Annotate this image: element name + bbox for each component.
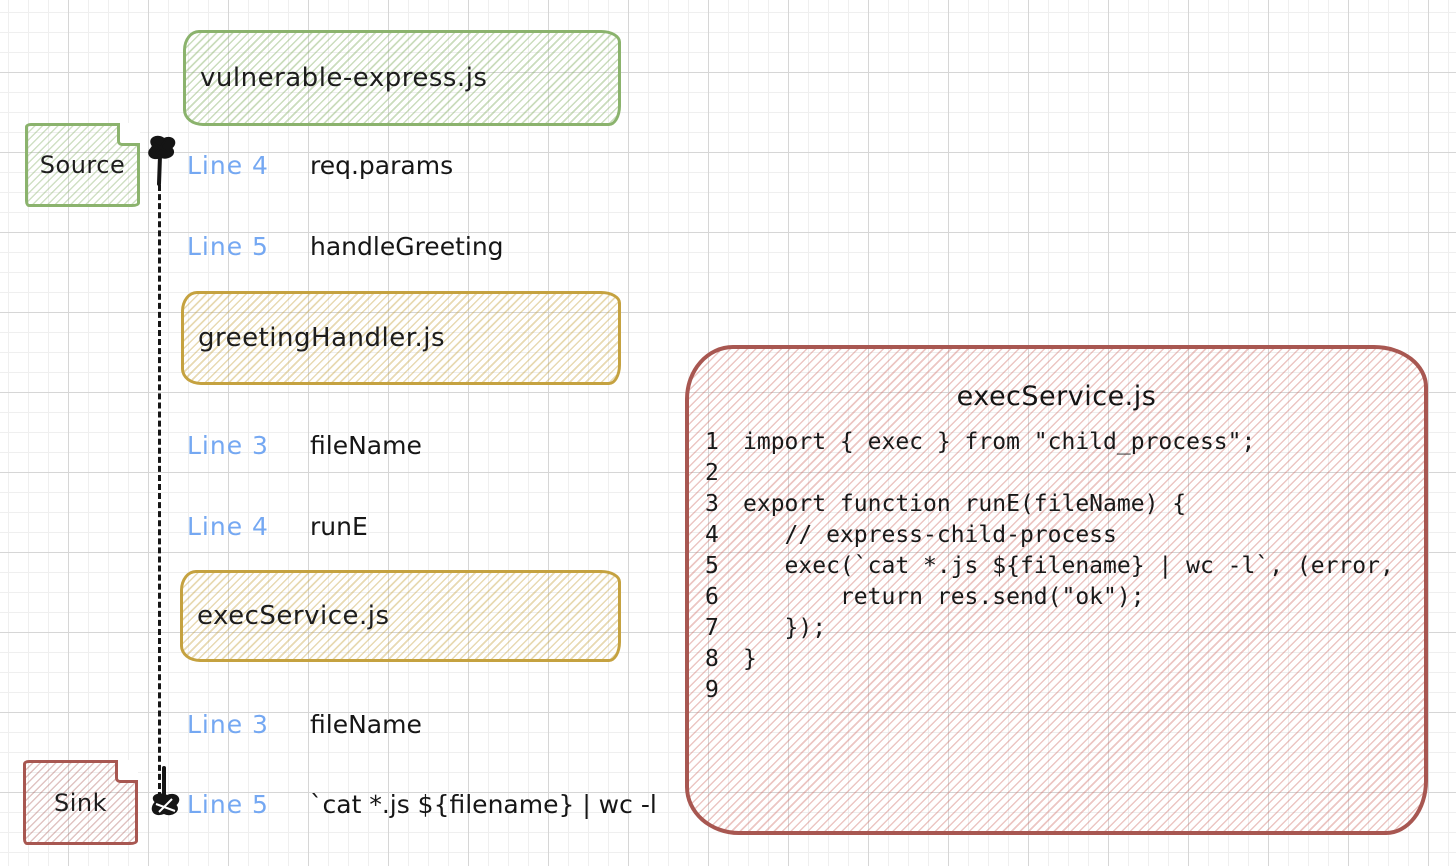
code-line: 8 } bbox=[705, 644, 1424, 675]
step-value: `cat *.js ${filename} | wc -l bbox=[310, 790, 657, 819]
step-value: handleGreeting bbox=[310, 232, 504, 261]
step-value: fileName bbox=[310, 431, 422, 460]
code-line: 5 exec(`cat *.js ${filename} | wc -l`, (… bbox=[705, 551, 1424, 582]
pushpin-icon[interactable] bbox=[144, 766, 190, 836]
code-line: 2 bbox=[705, 458, 1424, 489]
trace-step[interactable]: Line 5 handleGreeting bbox=[187, 231, 504, 263]
code-block: 1 import { exec } from "child_process"; … bbox=[689, 427, 1424, 706]
source-note[interactable]: Source bbox=[25, 123, 140, 207]
step-line-ref: Line 3 bbox=[187, 431, 269, 460]
code-line: 3 export function runE(fileName) { bbox=[705, 489, 1424, 520]
line-number: 3 bbox=[705, 491, 719, 517]
trace-step[interactable]: Line 4 runE bbox=[187, 511, 368, 543]
line-number: 2 bbox=[705, 460, 719, 486]
code-panel-title: execService.js bbox=[956, 381, 1157, 412]
taint-flow-connector[interactable] bbox=[158, 176, 161, 798]
line-number: 9 bbox=[705, 677, 719, 703]
line-number: 4 bbox=[705, 522, 719, 548]
folded-corner-icon bbox=[115, 760, 138, 783]
file-box-label: greetingHandler.js bbox=[198, 323, 446, 353]
line-number: 5 bbox=[705, 553, 719, 579]
code-text: return res.send("ok"); bbox=[743, 584, 1145, 610]
trace-step[interactable]: Line 4 req.params bbox=[187, 150, 453, 182]
step-value: req.params bbox=[310, 151, 454, 180]
code-text: export function runE(fileName) { bbox=[743, 491, 1187, 517]
file-box-greeting-handler[interactable]: greetingHandler.js bbox=[181, 291, 621, 385]
file-box-exec-service[interactable]: execService.js bbox=[180, 570, 621, 662]
line-number: 8 bbox=[705, 646, 719, 672]
sink-note[interactable]: Sink bbox=[23, 760, 138, 845]
step-value: fileName bbox=[310, 710, 422, 739]
code-line: 6 return res.send("ok"); bbox=[705, 582, 1424, 613]
trace-step[interactable]: Line 3 fileName bbox=[187, 430, 422, 462]
line-number: 6 bbox=[705, 584, 719, 610]
code-text: // express-child-process bbox=[743, 522, 1117, 548]
step-line-ref: Line 4 bbox=[187, 512, 269, 541]
sink-note-label: Sink bbox=[53, 788, 107, 817]
folded-corner-icon bbox=[117, 123, 140, 146]
code-line: 1 import { exec } from "child_process"; bbox=[705, 427, 1424, 458]
pushpin-icon[interactable] bbox=[140, 134, 182, 192]
code-text: }); bbox=[743, 615, 827, 641]
file-box-label: vulnerable-express.js bbox=[200, 63, 488, 93]
step-value: runE bbox=[310, 512, 368, 541]
code-panel-exec-service[interactable]: execService.js 1 import { exec } from "c… bbox=[685, 345, 1428, 835]
code-line: 7 }); bbox=[705, 613, 1424, 644]
code-text: exec(`cat *.js ${filename} | wc -l`, (er… bbox=[743, 553, 1394, 579]
code-text: } bbox=[743, 646, 757, 672]
step-line-ref: Line 4 bbox=[187, 151, 269, 180]
step-line-ref: Line 5 bbox=[187, 232, 269, 261]
trace-step[interactable]: Line 5 `cat *.js ${filename} | wc -l bbox=[187, 789, 657, 821]
step-line-ref: Line 5 bbox=[187, 790, 269, 819]
line-number: 1 bbox=[705, 429, 719, 455]
step-line-ref: Line 3 bbox=[187, 710, 269, 739]
code-text: import { exec } from "child_process"; bbox=[743, 429, 1256, 455]
code-line: 9 bbox=[705, 675, 1424, 706]
trace-step[interactable]: Line 3 fileName bbox=[187, 709, 422, 741]
source-note-label: Source bbox=[39, 151, 126, 179]
line-number: 7 bbox=[705, 615, 719, 641]
file-box-label: execService.js bbox=[197, 601, 390, 631]
file-box-vulnerable-express[interactable]: vulnerable-express.js bbox=[183, 30, 621, 126]
code-line: 4 // express-child-process bbox=[705, 520, 1424, 551]
